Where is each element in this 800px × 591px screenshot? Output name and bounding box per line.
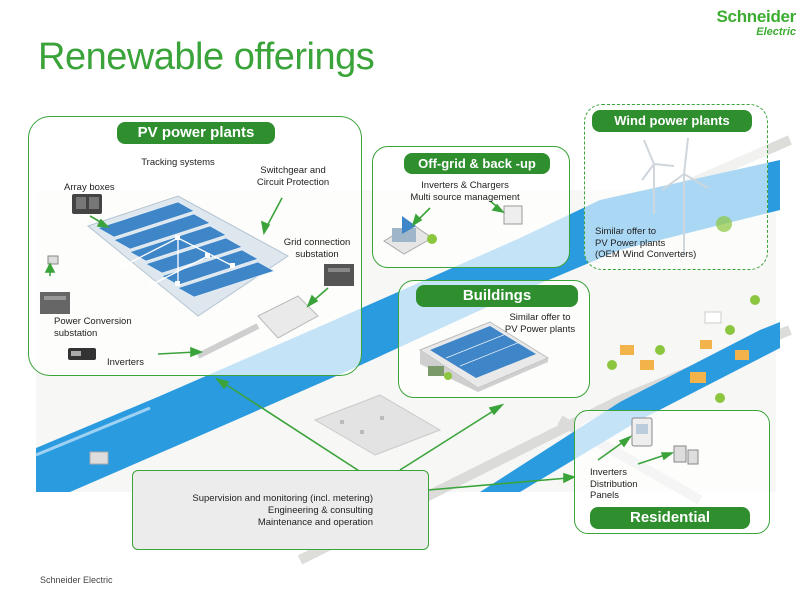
services-line1: Supervision and monitoring (incl. meteri… (192, 493, 373, 504)
inverters-label: Inverters (107, 357, 144, 368)
offgrid-text: Inverters & Chargers Multi source manage… (400, 180, 530, 203)
wind-heading: Wind power plants (592, 110, 752, 132)
wind-line1: Similar offer to (595, 226, 657, 237)
buildings-line2: PV Power plants (504, 323, 576, 335)
service-arrows (214, 377, 577, 491)
residential-text: Inverters Distribution Panels (590, 467, 670, 502)
services-line2: Engineering & consulting (267, 505, 373, 516)
river-right (480, 322, 780, 492)
buildings-illustration (418, 321, 550, 392)
array-boxes-label: Array boxes (64, 182, 115, 193)
grid-connection-label: Grid connection substation (276, 237, 358, 260)
services-box: Supervision and monitoring (incl. meteri… (132, 470, 429, 550)
grid-line2: substation (295, 248, 339, 260)
pcs-label: Power Conversion substation (54, 316, 144, 339)
buildings-line1: Similar offer to (509, 312, 571, 323)
offgrid-heading: Off-grid & back -up (404, 153, 550, 174)
wind-line3: (OEM Wind Converters) (595, 249, 697, 260)
wind-line2: PV Power plants (595, 237, 666, 249)
services-line3: Maintenance and operation (257, 517, 373, 528)
offgrid-line2: Multi source management (410, 191, 520, 203)
switchgear-line1: Switchgear and (260, 165, 326, 176)
distribution-panel-icon (673, 445, 687, 463)
switchgear-line2: Circuit Protection (256, 176, 330, 188)
pcs-line1: Power Conversion (54, 316, 132, 327)
pv-arrows (44, 197, 329, 358)
offgrid-line1: Inverters & Chargers (421, 180, 509, 191)
buildings-text: Similar offer to PV Power plants (490, 312, 590, 335)
houses (607, 295, 760, 403)
residential-line1: Inverters (590, 467, 627, 478)
logo-line2: Electric (756, 26, 796, 38)
pcs-substation-icon (40, 292, 70, 314)
switchgear-label: Switchgear and Circuit Protection (248, 165, 338, 188)
rooftop-solar (430, 326, 536, 378)
page-title: Renewable offerings (38, 36, 375, 78)
grid-line1: Grid connection (283, 237, 351, 248)
wind-illustration (641, 137, 732, 254)
pv-illustration (40, 194, 354, 360)
pv-heading: PV power plants (117, 122, 275, 144)
wind-turbine-icon (641, 137, 709, 254)
footer-text: Schneider Electric (40, 575, 113, 585)
offgrid-illustration (383, 200, 523, 255)
residential-line3: Panels (590, 490, 620, 501)
residential-line2: Distribution (590, 478, 638, 490)
logo-line1: Schneider (716, 7, 797, 26)
residential-illustration (597, 417, 699, 465)
parking-lot (313, 394, 442, 456)
residential-heading: Residential (590, 507, 750, 529)
buildings-heading: Buildings (416, 285, 578, 307)
tracking-label: Tracking systems (141, 157, 215, 168)
pcs-line2: substation (54, 327, 98, 339)
grid-substation-icon (324, 264, 354, 286)
house-icon (392, 228, 416, 242)
services-text: Supervision and monitoring (incl. meteri… (133, 493, 373, 529)
wind-text: Similar offer to PV Power plants (OEM Wi… (595, 226, 715, 261)
charger-icon (503, 205, 523, 225)
schneider-logo: Schneider Electric (700, 7, 797, 42)
